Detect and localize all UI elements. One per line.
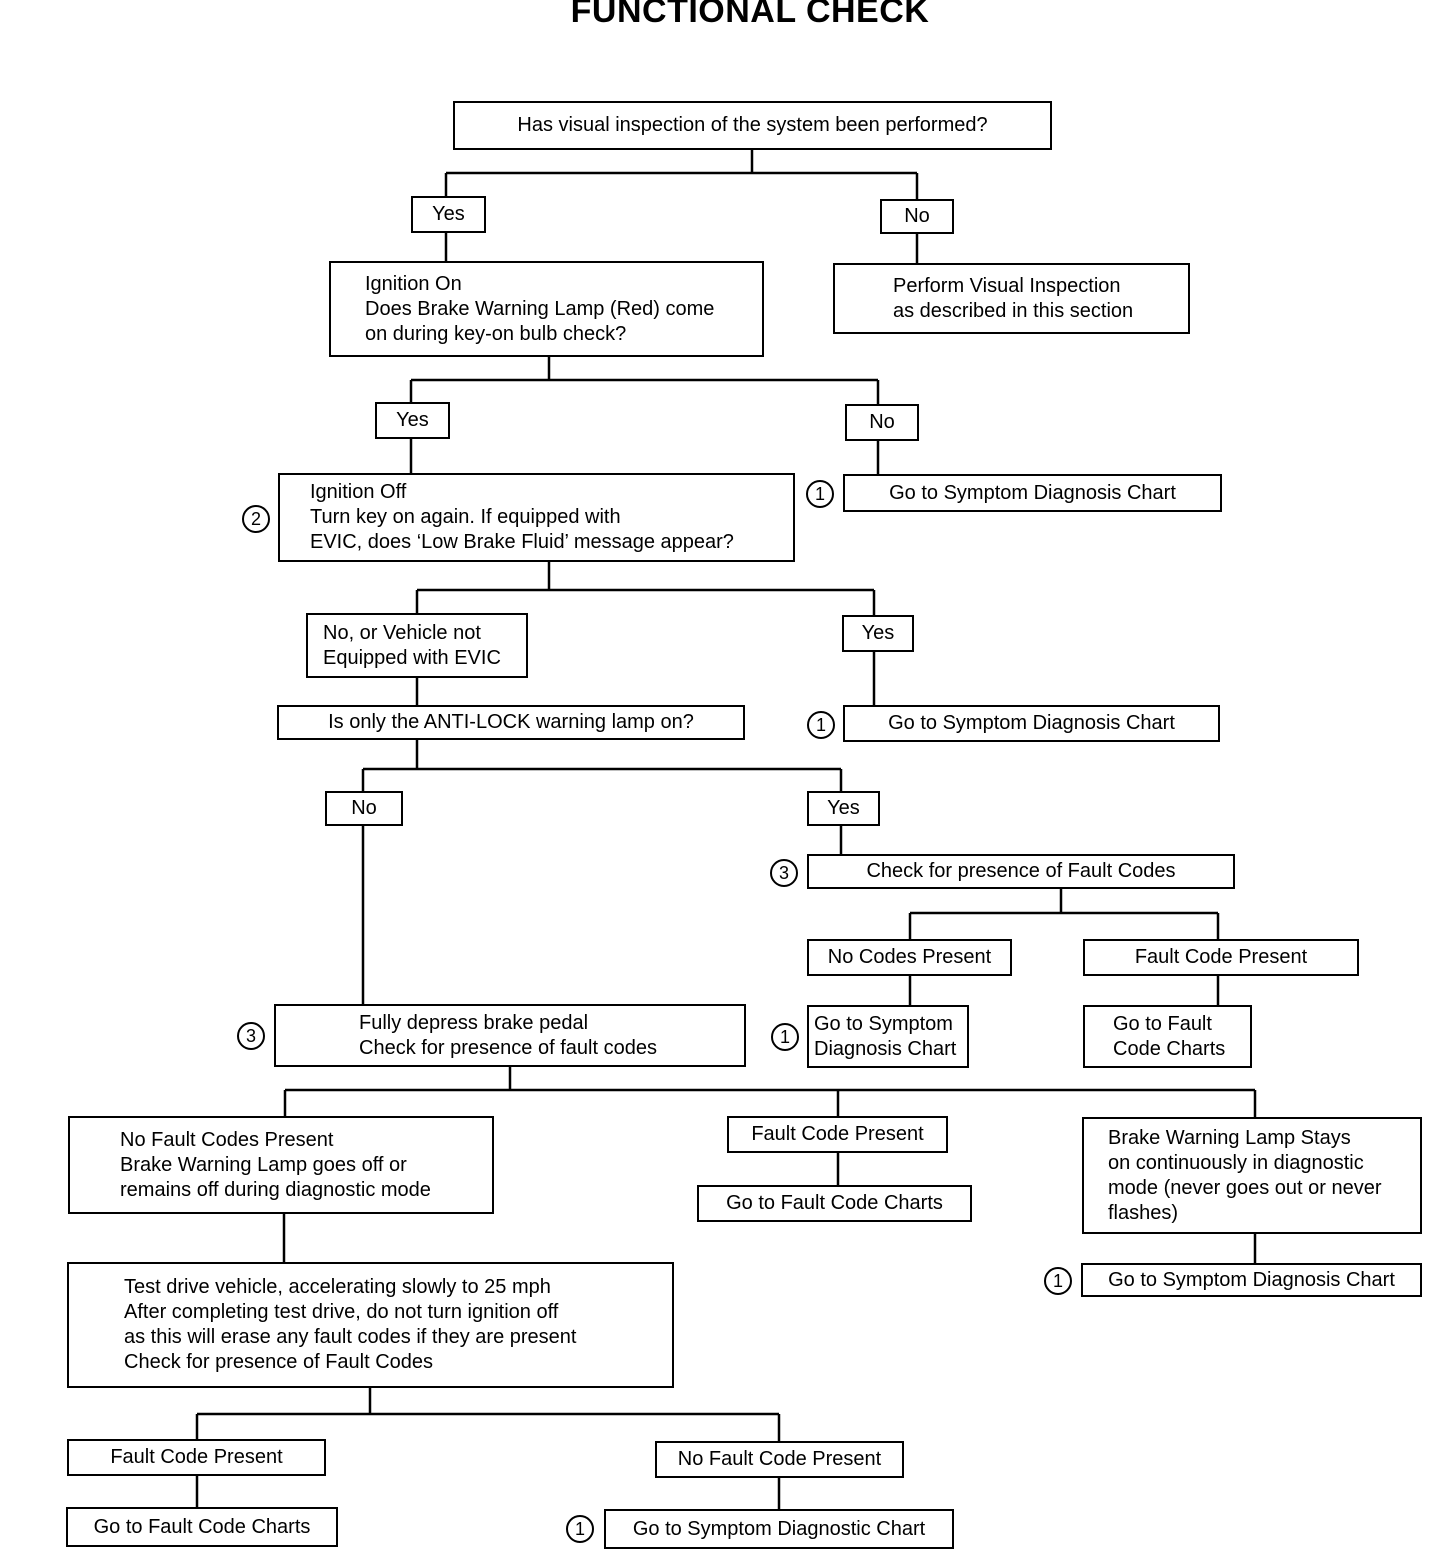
node-text-line: Diagnosis Chart (814, 1037, 957, 1060)
node-text-line: Fault Code Present (751, 1123, 924, 1145)
node-text-line: Fault Code Present (110, 1446, 283, 1468)
node-text-line: as described in this section (893, 299, 1134, 322)
node-act-test-drive: Test drive vehicle, accelerating slowly … (67, 1262, 674, 1388)
step-marker-ignition-off: 2 (242, 505, 270, 533)
node-q-antilock: Is only the ANTI-LOCK warning lamp on? (277, 705, 745, 740)
node-text-line: Fully depress brake pedal (359, 1011, 589, 1034)
node-act-fault-charts-3: Go to Fault Code Charts (66, 1507, 338, 1547)
step-marker-symptom-1: 1 (806, 480, 834, 508)
node-ans-yes-2: Yes (375, 402, 450, 439)
step-marker-depress-pedal: 3 (237, 1022, 265, 1050)
node-text-line: Go to Fault Code Charts (726, 1192, 943, 1214)
node-text-line: Check for presence of Fault Codes (124, 1351, 434, 1373)
node-act-fault-charts-2: Go to Fault Code Charts (697, 1185, 972, 1222)
node-text-line: Yes (861, 622, 895, 644)
node-text-line: Yes (827, 797, 860, 819)
node-act-symptom-diagnostic: Go to Symptom Diagnostic Chart (604, 1509, 954, 1549)
node-ans-yes-3: Yes (842, 615, 914, 652)
node-ans-no-fault-present: No Fault Code Present (655, 1441, 904, 1478)
node-text-line: Ignition On (365, 272, 462, 295)
node-text-line: Check for presence of fault codes (359, 1036, 657, 1059)
node-text-line: remains off during diagnostic mode (120, 1178, 431, 1201)
node-text-line: Brake Warning Lamp goes off or (120, 1153, 407, 1176)
node-act-symptom-4: Go to Symptom Diagnosis Chart (1081, 1263, 1422, 1297)
node-text-line: Go to Symptom Diagnosis Chart (888, 712, 1175, 734)
node-ans-no-1: No (880, 199, 954, 234)
node-text-line: mode (never goes out or never (1108, 1176, 1382, 1199)
node-text-line: Yes (432, 203, 465, 225)
node-ans-fault-present-3: Fault Code Present (67, 1439, 326, 1476)
node-ans-fault-present-2: Fault Code Present (727, 1116, 948, 1153)
node-ans-no-4: No (325, 791, 403, 826)
node-text-line: No (869, 411, 895, 433)
node-text-line: Fault Code Present (1134, 946, 1308, 968)
node-ans-no-2: No (845, 404, 919, 441)
node-text-line: Is only the ANTI-LOCK warning lamp on? (328, 711, 694, 733)
node-text-line: No (351, 797, 377, 819)
node-text-line: No Fault Code Present (677, 1448, 882, 1470)
node-text-line: as this will erase any fault codes if th… (124, 1326, 577, 1348)
node-text-line: Go to Symptom (814, 1012, 953, 1035)
node-text-line: Ignition Off (310, 481, 407, 503)
step-marker-symptom-2: 1 (807, 711, 835, 739)
node-text-line: No, or Vehicle not (323, 621, 481, 644)
node-text-line: Go to Symptom Diagnostic Chart (632, 1517, 926, 1540)
node-text-line: Code Charts (1113, 1037, 1226, 1060)
node-text-line: Go to Symptom Diagnosis Chart (889, 481, 1176, 504)
node-text-line: Brake Warning Lamp Stays (1108, 1126, 1351, 1149)
node-text-line: No (904, 205, 930, 227)
node-text-line: Go to Fault Code Charts (93, 1515, 311, 1538)
node-act-symptom-2: Go to Symptom Diagnosis Chart (843, 705, 1220, 742)
node-q-check-fault: Check for presence of Fault Codes (807, 854, 1235, 889)
node-text-line: EVIC, does ‘Low Brake Fluid’ message app… (310, 531, 734, 553)
step-marker-check-fault: 3 (770, 859, 798, 887)
node-text-line: on continuously in diagnostic (1108, 1151, 1364, 1174)
node-ans-yes-1: Yes (411, 196, 486, 233)
node-text-line: Perform Visual Inspection (893, 274, 1121, 297)
node-text-line: Check for presence of Fault Codes (866, 860, 1176, 882)
node-text-line: on during key-on bulb check? (365, 322, 627, 345)
step-marker-symptom-3: 1 (771, 1023, 799, 1051)
step-marker-symptom-diagnostic: 1 (566, 1515, 594, 1543)
node-text-line: No Fault Codes Present (120, 1128, 334, 1151)
node-text-line: Turn key on again. If equipped with (310, 506, 621, 528)
node-ans-fault-present-1: Fault Code Present (1083, 939, 1359, 976)
node-text-line: Has visual inspection of the system been… (517, 114, 988, 136)
node-text-line: Equipped with EVIC (323, 646, 501, 669)
node-text-line: After completing test drive, do not turn… (124, 1301, 559, 1323)
node-text-line: Test drive vehicle, accelerating slowly … (124, 1276, 551, 1298)
node-text-line: No Codes Present (827, 946, 992, 968)
node-text-line: Yes (396, 409, 429, 431)
node-text-line: Go to Fault (1113, 1012, 1212, 1035)
chart-title: FUNCTIONAL CHECK (570, 0, 930, 30)
node-text-line: flashes) (1108, 1201, 1179, 1224)
node-text-line: Does Brake Warning Lamp (Red) come (365, 297, 715, 320)
node-ans-yes-4: Yes (807, 791, 880, 826)
step-marker-symptom-4: 1 (1044, 1267, 1072, 1295)
node-text-line: Go to Symptom Diagnosis Chart (1108, 1268, 1395, 1291)
node-ans-no-codes: No Codes Present (807, 939, 1012, 976)
node-act-symptom-1: Go to Symptom Diagnosis Chart (843, 474, 1222, 512)
node-q-visual-inspection: Has visual inspection of the system been… (453, 101, 1052, 150)
